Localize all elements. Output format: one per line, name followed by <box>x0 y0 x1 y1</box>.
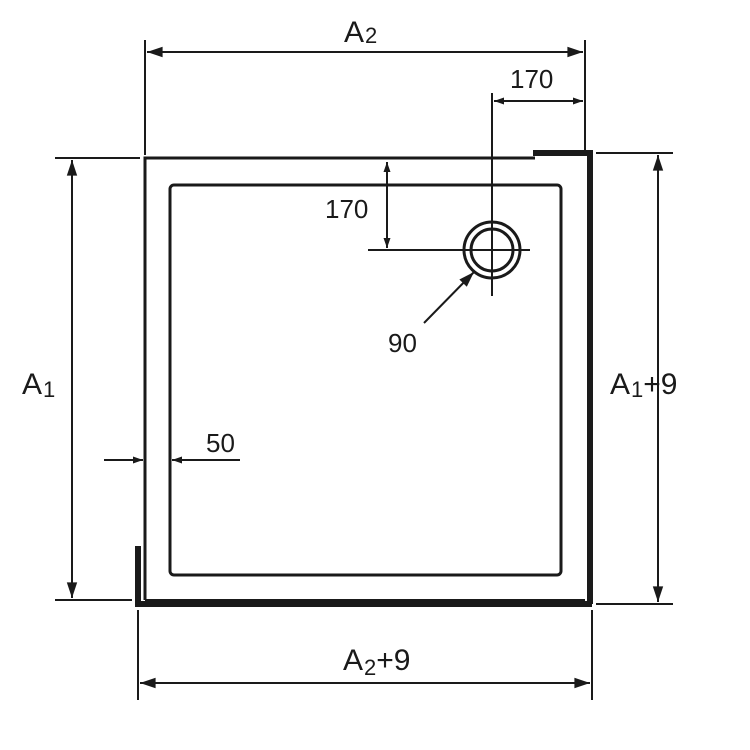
label-drain-diameter: 90 <box>388 328 417 358</box>
label-bottom-width-suffix: +9 <box>376 644 410 677</box>
tray-bottom-edge <box>135 546 592 607</box>
tray-outer-outline <box>143 156 535 600</box>
label-right-height-base: A <box>610 368 630 401</box>
label-bottom-width-base: A <box>343 644 363 677</box>
drain-diameter-leader <box>423 271 475 324</box>
label-drain-from-right: 170 <box>510 64 553 94</box>
label-bottom-width-sub: 2 <box>364 655 376 680</box>
label-right-height-suffix: +9 <box>643 368 677 401</box>
label-left-height-sub: 1 <box>43 377 55 402</box>
tray-right-edge <box>533 150 593 604</box>
label-right-height-sub: 1 <box>631 377 643 402</box>
label-bottom-width: A2+9 <box>343 644 410 680</box>
tray-inner-basin <box>168 183 563 577</box>
label-top-width-sub: 2 <box>365 23 377 48</box>
label-right-height: A1+9 <box>610 368 677 402</box>
label-top-width: A2 <box>344 16 377 49</box>
label-left-height: A1 <box>22 368 55 402</box>
label-top-width-base: A <box>344 16 364 49</box>
label-left-height-base: A <box>22 368 42 401</box>
label-drain-from-top: 170 <box>325 194 368 224</box>
label-rim-width: 50 <box>206 428 235 458</box>
